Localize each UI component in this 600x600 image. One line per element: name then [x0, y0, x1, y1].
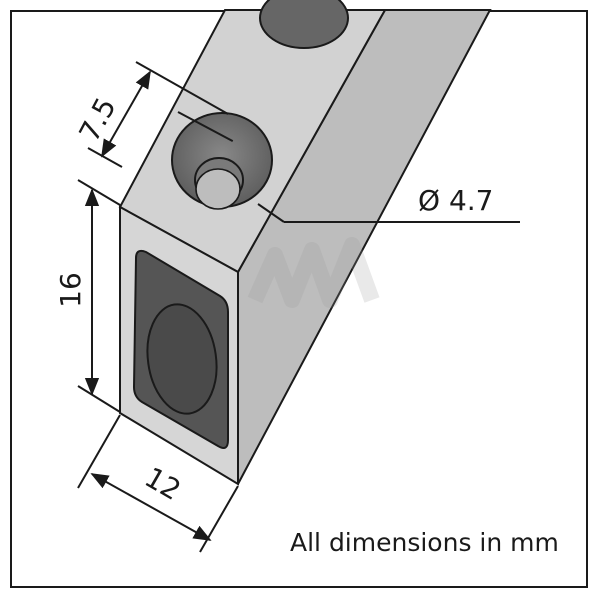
sensor-window	[132, 249, 229, 449]
depth-dimension	[87, 61, 234, 168]
height-dimension	[77, 179, 121, 413]
mounting-hole	[171, 112, 273, 210]
units-note: All dimensions in mm	[290, 528, 559, 557]
depth-label: 7.5	[73, 92, 123, 147]
height-label: 16	[54, 272, 87, 308]
width-label: 12	[139, 461, 186, 507]
watermark-logo	[247, 237, 380, 308]
sensor-body	[118, 0, 492, 486]
hole-diameter-label: Ø 4.7	[418, 184, 493, 217]
upper-mounting-hole	[259, 0, 349, 49]
width-dimension	[77, 414, 239, 553]
hole-diameter-leader	[257, 203, 520, 223]
